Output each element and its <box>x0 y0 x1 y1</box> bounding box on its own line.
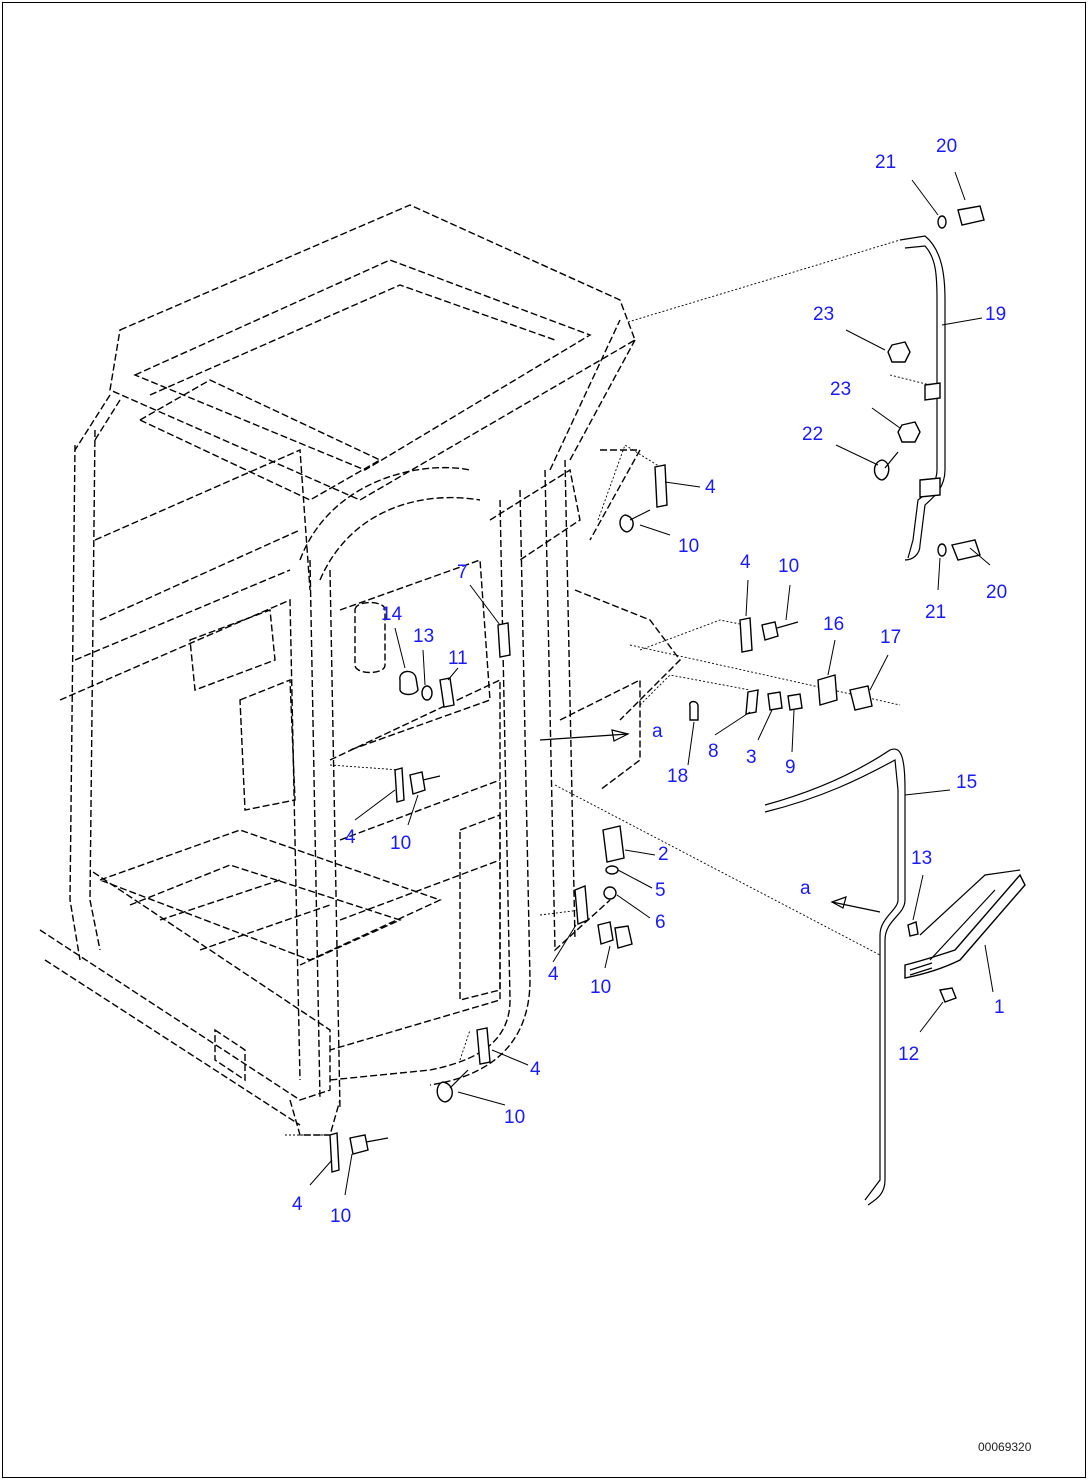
callout-7: 7 <box>457 562 468 583</box>
callout-4-cab-mid: 4 <box>345 827 356 848</box>
handrail-assembly-15 <box>554 748 1026 1206</box>
callout-9: 9 <box>785 757 796 778</box>
callout-4-bottom: 4 <box>292 1194 303 1215</box>
callout-13-step: 13 <box>911 848 932 869</box>
callout-4-rear-mid: 4 <box>740 552 751 573</box>
callout-23-lower: 23 <box>830 379 851 400</box>
assembly-link-lines <box>285 444 901 1136</box>
callout-10-lower: 10 <box>504 1107 525 1128</box>
callout-18: 18 <box>667 766 688 787</box>
callout-4-rear-upper: 4 <box>705 477 716 498</box>
callout-10-rear-upper: 10 <box>678 536 699 557</box>
callout-3: 3 <box>746 747 757 768</box>
handrail-assembly-19 <box>627 205 985 561</box>
callout-17: 17 <box>880 627 901 648</box>
callout-a-cab: a <box>652 721 663 742</box>
callout-5: 5 <box>655 880 666 901</box>
callout-22: 22 <box>802 424 823 445</box>
callout-4-door: 4 <box>548 964 559 985</box>
callout-20-bottom: 20 <box>986 582 1007 603</box>
callout-2: 2 <box>658 844 669 865</box>
callout-1: 1 <box>994 997 1005 1018</box>
callout-8: 8 <box>708 741 719 762</box>
callout-23-upper: 23 <box>813 304 834 325</box>
callout-11: 11 <box>448 648 468 669</box>
cab-frame-drawing <box>39 204 681 1136</box>
callout-10-cab-mid: 10 <box>390 833 411 854</box>
callout-19: 19 <box>985 304 1006 325</box>
callout-10-door: 10 <box>590 977 611 998</box>
figure-code: 00069320 <box>978 1440 1032 1454</box>
callout-16: 16 <box>823 614 844 635</box>
callout-13-cab: 13 <box>413 626 434 647</box>
callout-15: 15 <box>956 772 977 793</box>
small-hardware-parts <box>329 464 873 1173</box>
callout-12: 12 <box>898 1044 919 1065</box>
callout-10-rear-mid: 10 <box>778 556 799 577</box>
callout-20-top: 20 <box>936 136 957 157</box>
callout-a-rail: a <box>800 878 811 899</box>
callout-21-top: 21 <box>875 152 896 173</box>
callout-10-bottom: 10 <box>330 1206 351 1227</box>
callout-4-lower: 4 <box>530 1059 541 1080</box>
callout-14: 14 <box>381 604 403 625</box>
callout-6: 6 <box>655 912 666 933</box>
callout-leader-lines <box>309 171 994 1196</box>
callout-labels: 20 21 19 23 23 22 4 10 20 21 4 10 7 16 1… <box>292 136 1007 1227</box>
callout-21-bottom: 21 <box>925 602 946 623</box>
